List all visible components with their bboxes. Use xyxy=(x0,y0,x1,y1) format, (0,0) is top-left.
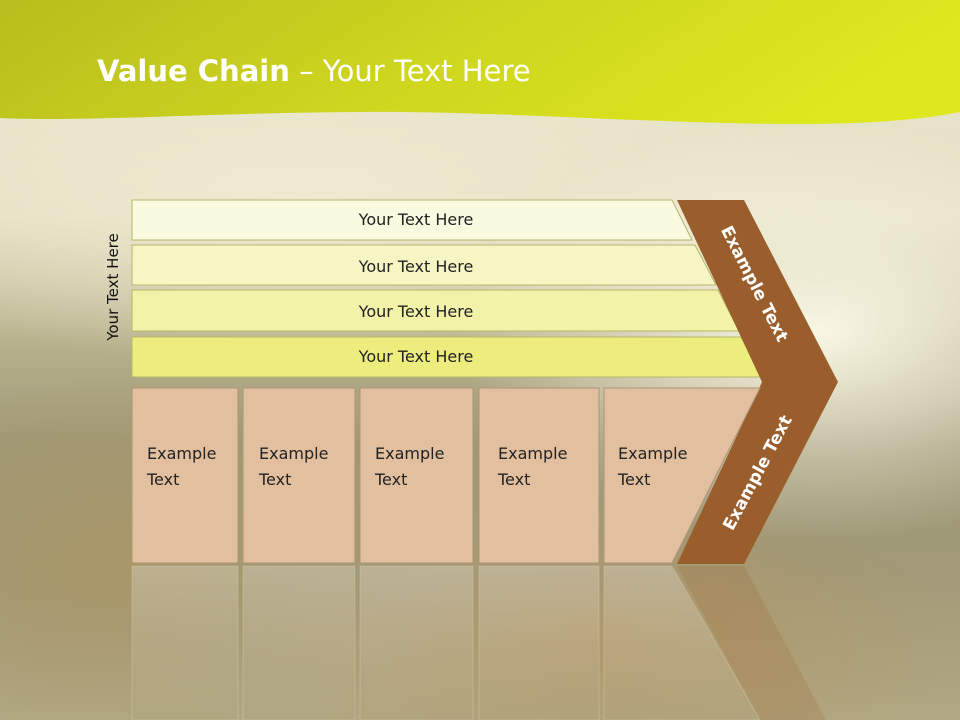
reflection-box xyxy=(359,565,474,720)
primary-cell: Example Text xyxy=(603,387,761,564)
primary-cell-line1: Example xyxy=(259,444,328,463)
primary-cell: Example Text xyxy=(131,387,239,564)
header-band xyxy=(0,0,960,125)
primary-cell-line1: Example xyxy=(618,444,687,463)
primary-cell-box xyxy=(359,387,474,564)
primary-cell-box xyxy=(131,387,239,564)
slide-title: Value Chain – Your Text Here xyxy=(97,54,531,88)
reflection-box xyxy=(131,565,239,720)
title-bold: Value Chain xyxy=(97,54,290,88)
support-row: Your Text Here xyxy=(131,289,740,332)
primary-cell-line1: Example xyxy=(147,444,216,463)
primary-cell-box xyxy=(603,387,761,564)
reflection-box xyxy=(478,565,600,720)
primary-cell-box xyxy=(478,387,600,564)
primary-cell: Example Text xyxy=(359,387,474,564)
support-row: Your Text Here xyxy=(131,199,693,241)
title-rest: – Your Text Here xyxy=(289,54,531,88)
primary-cell-line2: Text xyxy=(374,470,407,489)
primary-cell-line2: Text xyxy=(617,470,650,489)
support-row-label: Your Text Here xyxy=(358,347,474,366)
support-row: Your Text Here xyxy=(131,336,764,378)
primary-cell-line2: Text xyxy=(497,470,530,489)
support-row-label: Your Text Here xyxy=(358,257,474,276)
reflection-box xyxy=(603,565,761,720)
support-row: Your Text Here xyxy=(131,244,717,286)
margin-chevron xyxy=(677,200,838,564)
primary-cell-box xyxy=(242,387,356,564)
support-row-label: Your Text Here xyxy=(358,210,474,229)
support-row-shape xyxy=(131,244,717,286)
primary-cell-line1: Example xyxy=(375,444,444,463)
reflection xyxy=(131,565,826,720)
reflection-box xyxy=(242,565,356,720)
primary-cell: Example Text xyxy=(478,387,600,564)
support-row-label: Your Text Here xyxy=(358,302,474,321)
primary-cell: Example Text xyxy=(242,387,356,564)
primary-cell-line2: Text xyxy=(258,470,291,489)
primary-cell-line1: Example xyxy=(498,444,567,463)
reflection-chevron xyxy=(677,566,826,720)
primary-cell-line2: Text xyxy=(146,470,179,489)
support-row-shape xyxy=(131,199,693,241)
